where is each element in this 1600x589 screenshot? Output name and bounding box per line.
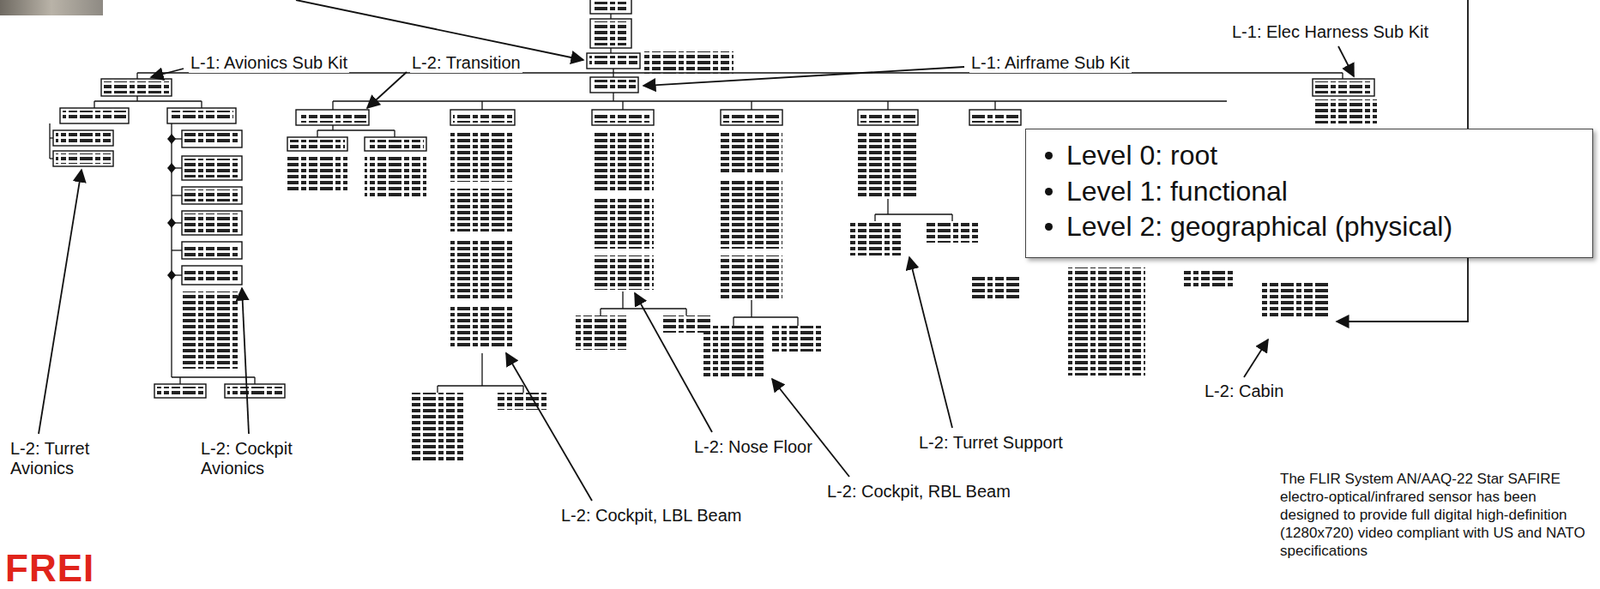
level-text: Level 2: geographical (physical): [1066, 209, 1453, 246]
photo-crop: [0, 0, 103, 16]
bullet-dot: [1044, 187, 1053, 196]
bullet-dot: [1044, 151, 1053, 160]
bullet-row: Level 0: root: [1044, 138, 1572, 175]
bullet-row: Level 2: geographical (physical): [1044, 209, 1572, 246]
tree-boxes: [53, 0, 1375, 399]
level-callout-box: Level 0: rootLevel 1: functionalLevel 2:…: [1025, 128, 1594, 259]
level-label: L-2: Transition: [410, 53, 523, 73]
level-label: L-1: Airframe Sub Kit: [969, 53, 1132, 73]
level-label: L-2: Cockpit Avionics: [199, 439, 310, 479]
level-label: L-2: Cabin: [1202, 381, 1286, 402]
level-label: L-1: Elec Harness Sub Kit: [1230, 22, 1431, 43]
level-text: Level 1: functional: [1066, 174, 1288, 211]
level-label: L-2: Nose Floor: [692, 437, 815, 458]
level-text: Level 0: root: [1066, 138, 1218, 175]
diamond-markers: [167, 133, 176, 281]
bullet-row: Level 1: functional: [1044, 174, 1572, 211]
level-label: L-2: Cockpit, LBL Beam: [559, 506, 743, 526]
caption-note: The FLIR System AN/AAQ-22 Star SAFIRE el…: [1278, 470, 1600, 561]
bullet-dot: [1044, 223, 1053, 231]
logo-text: FREI: [3, 547, 97, 589]
level-label: L-1: Avionics Sub Kit: [188, 53, 350, 73]
level-label: L-2: Cockpit, RBL Beam: [825, 482, 1013, 502]
level-label: L-2: Turret Avionics: [8, 439, 120, 479]
level-label: L-2: Turret Support: [917, 433, 1065, 453]
